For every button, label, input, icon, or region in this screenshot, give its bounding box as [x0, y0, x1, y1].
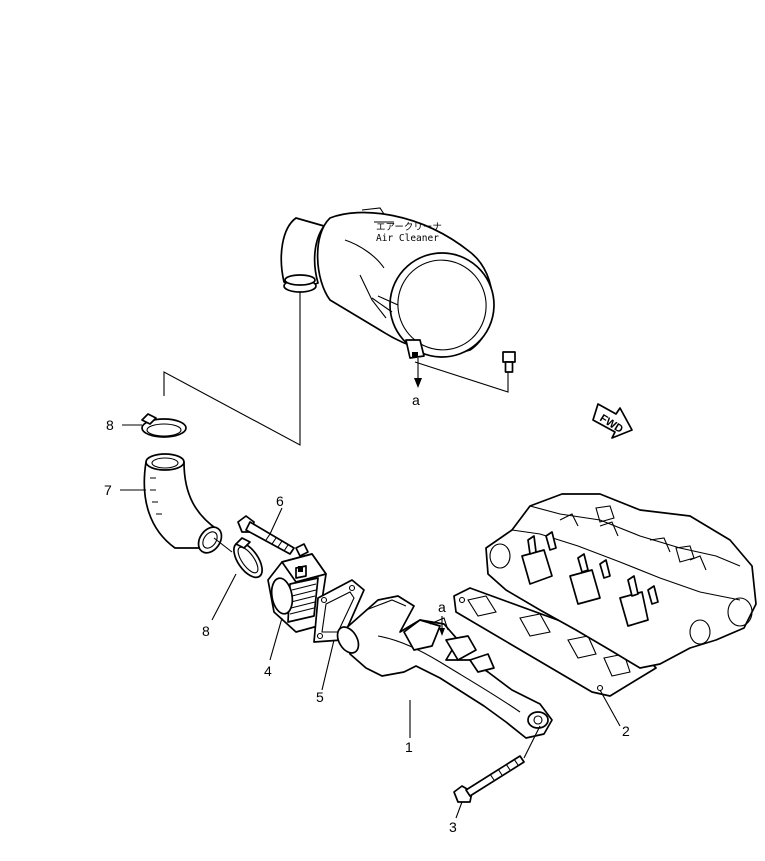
- air-cleaner-mount-bolt: [502, 351, 516, 373]
- forward-direction-arrow: FWD: [592, 403, 633, 439]
- leader-2: [599, 689, 621, 727]
- air-cleaner-assembly: エアークリーナ Air Cleaner: [280, 207, 495, 359]
- cover-gasket: [313, 579, 365, 643]
- intake-manifold: [336, 595, 553, 739]
- leader-8-bottom: [211, 573, 237, 621]
- bolt-3-guide: [523, 725, 541, 759]
- hose-clamp-top: [141, 413, 187, 438]
- manifold-bolt: [453, 755, 525, 803]
- air-hose-elbow: [143, 453, 223, 554]
- elbow-leader-line: [163, 292, 301, 446]
- flange-bolt: [237, 515, 295, 555]
- callout-8-top: 8: [106, 417, 114, 433]
- air-cleaner-label-jp: エアークリーナ: [376, 222, 442, 233]
- callout-1: 1: [405, 739, 413, 755]
- ref-a-bottom: a: [438, 599, 446, 615]
- leader-4: [269, 617, 283, 661]
- callout-6: 6: [276, 493, 284, 509]
- callout-8-bottom: 8: [202, 623, 210, 639]
- air-cleaner-label-en: Air Cleaner: [376, 233, 439, 244]
- hose-clamp-bottom: [233, 537, 263, 579]
- leader-5: [321, 639, 335, 691]
- callout-3: 3: [449, 819, 457, 835]
- callout-2: 2: [622, 723, 630, 739]
- engine-cylinder-head: [485, 493, 757, 669]
- leader-3: [455, 801, 463, 819]
- callout-5: 5: [316, 689, 324, 705]
- leader-6: [269, 507, 283, 535]
- callout-7: 7: [104, 482, 112, 498]
- manifold-gasket: [453, 587, 657, 697]
- ref-a-top: a: [412, 392, 420, 408]
- bolt-leader-line: [414, 361, 509, 393]
- callout-4: 4: [264, 663, 272, 679]
